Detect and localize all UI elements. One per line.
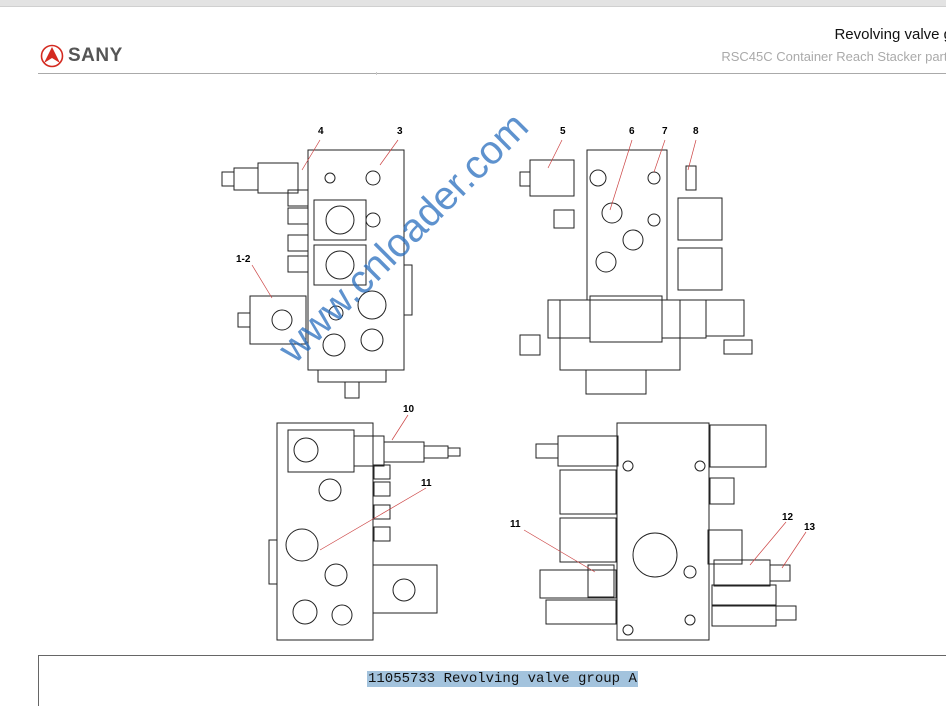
caption-frame: [38, 655, 946, 706]
valve-group-drawing: 1-2 3 4 5 6 7 8 10 11 11 12 13: [221, 126, 816, 641]
header-divider: [38, 73, 946, 74]
callout-12: 12: [782, 512, 794, 523]
view-bottom-left: [268, 422, 461, 641]
callout-13: 13: [804, 522, 816, 533]
callout-8: 8: [693, 126, 699, 137]
view-top-left: [221, 149, 413, 399]
drawing-caption: 11055733 Revolving valve group A: [367, 671, 638, 687]
callout-7: 7: [662, 126, 668, 137]
view-bottom-right: [535, 422, 797, 641]
viewer-top-bar: [0, 0, 946, 7]
callout-5: 5: [560, 126, 566, 137]
callout-10: 10: [403, 404, 415, 415]
callout-6: 6: [629, 126, 635, 137]
callout-1-2: 1-2: [236, 254, 251, 265]
callout-3: 3: [397, 126, 403, 137]
sany-logo-icon: [40, 44, 64, 68]
sany-logo: SANY: [40, 44, 123, 68]
brand-name: SANY: [68, 45, 123, 66]
page-subtitle: RSC45C Container Reach Stacker parts: [721, 49, 946, 64]
callout-11-right: 11: [510, 519, 521, 530]
view-top-right: [519, 149, 753, 395]
callout-11-left: 11: [421, 478, 432, 489]
leader-lines: [251, 139, 807, 573]
page-title: Revolving valve g: [834, 26, 946, 43]
callout-4: 4: [318, 126, 324, 137]
header-tick: [376, 72, 377, 75]
